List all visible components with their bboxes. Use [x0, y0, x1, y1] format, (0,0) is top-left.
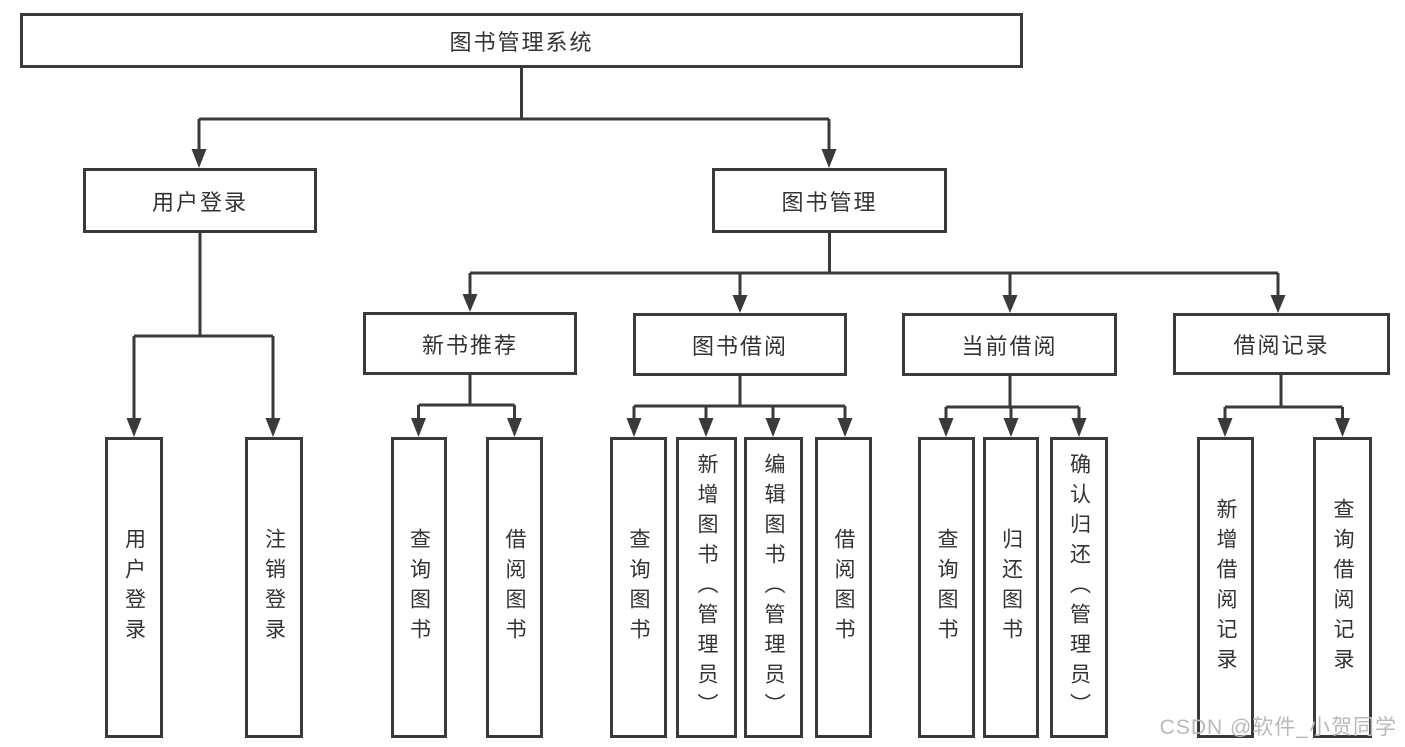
node-new-book-recommend-label: 新书推荐	[421, 332, 518, 358]
leaf-query-books-recommend-label: 查询图书	[407, 527, 431, 648]
node-root-system-label: 图书管理系统	[449, 29, 594, 55]
node-current-borrow-label: 当前借阅	[961, 333, 1058, 359]
connector-book-borrow-branch	[626, 376, 853, 437]
node-book-borrow: 图书借阅	[633, 313, 847, 376]
leaf-borrow-books-recommend: 借阅图书	[486, 437, 543, 738]
leaf-query-books-recommend: 查询图书	[391, 437, 447, 738]
leaf-logout: 注销登录	[245, 437, 303, 738]
leaf-query-books-borrow: 查询图书	[610, 437, 667, 738]
connector-book-management-branch	[462, 233, 1286, 313]
watermark-text: CSDN @软件_小贺同学	[1159, 716, 1397, 739]
node-user-login-label: 用户登录	[151, 189, 248, 215]
leaf-edit-book-admin-label: 编辑图书（管理员）	[762, 452, 785, 723]
connector-new-book-branch	[411, 375, 522, 437]
node-user-login: 用户登录	[83, 168, 317, 233]
node-new-book-recommend: 新书推荐	[363, 312, 577, 375]
node-book-borrow-label: 图书借阅	[691, 333, 788, 359]
leaf-query-books-borrow-label: 查询图书	[627, 527, 650, 648]
node-current-borrow: 当前借阅	[902, 313, 1117, 376]
connector-root-to-level2	[191, 68, 837, 168]
leaf-add-book-admin: 新增图书（管理员）	[676, 437, 737, 738]
leaf-borrow-books-recommend-label: 借阅图书	[503, 527, 526, 648]
node-book-management: 图书管理	[712, 168, 947, 233]
leaf-logout-label: 注销登录	[262, 527, 286, 648]
connector-borrow-record-branch	[1217, 375, 1350, 437]
leaf-edit-book-admin: 编辑图书（管理员）	[744, 437, 803, 738]
leaf-return-books: 归还图书	[983, 437, 1039, 738]
node-borrow-records-label: 借阅记录	[1233, 333, 1330, 358]
leaf-add-borrow-record: 新增借阅记录	[1197, 437, 1254, 738]
node-book-management-label: 图书管理	[781, 189, 878, 215]
leaf-query-borrow-record-label: 查询借阅记录	[1331, 497, 1354, 678]
leaf-confirm-return-admin-label: 确认归还（管理员）	[1067, 452, 1091, 723]
leaf-query-books-current-label: 查询图书	[935, 527, 958, 648]
node-root-system: 图书管理系统	[20, 13, 1023, 68]
leaf-query-books-current: 查询图书	[918, 437, 975, 738]
leaf-borrow-books-label: 借阅图书	[832, 527, 855, 648]
connector-current-borrow-branch	[938, 376, 1087, 437]
leaf-query-borrow-record: 查询借阅记录	[1313, 437, 1372, 738]
leaf-confirm-return-admin: 确认归还（管理员）	[1050, 437, 1108, 738]
leaf-user-login: 用户登录	[105, 437, 163, 738]
leaf-user-login-label: 用户登录	[122, 527, 146, 648]
connector-user-login-branch	[126, 233, 281, 437]
leaf-borrow-books: 借阅图书	[815, 437, 872, 738]
leaf-add-borrow-record-label: 新增借阅记录	[1214, 497, 1237, 678]
leaf-add-book-admin-label: 新增图书（管理员）	[695, 452, 718, 723]
leaf-return-books-label: 归还图书	[999, 527, 1023, 648]
node-borrow-records: 借阅记录	[1173, 313, 1390, 375]
